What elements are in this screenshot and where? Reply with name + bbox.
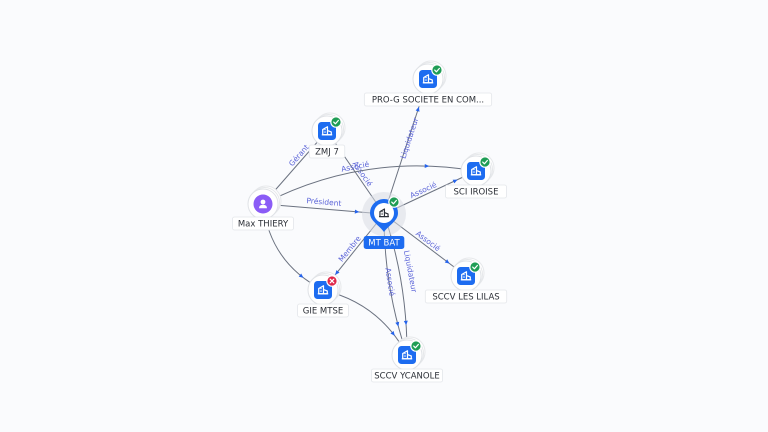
node-sciiroise[interactable]: SCI IROISE [445,152,507,199]
edge-arrow-icon [415,106,420,112]
node-giemtse[interactable]: GIE MTSE [297,271,349,318]
node-label-box [232,216,294,231]
edge-label: Liquidateur [399,116,421,160]
edge-arrow-icon [424,163,430,168]
edge-arrow-icon [354,209,360,214]
building-icon [317,285,329,295]
edge-label: Gérant [287,143,311,168]
node-label: ZMJ 7 [315,148,339,158]
edge-line [322,289,408,356]
edge-arrow-icon [444,259,450,264]
edge-arrow-icon [335,270,340,275]
node-label: PRO-G SOCIETE EN COM... [372,96,484,106]
node-maxthiery[interactable]: Max THIERY [232,185,294,231]
check-badge-icon [469,261,481,273]
check-badge-icon [330,116,342,128]
edge-line [262,165,477,205]
center-node-label: MT BAT [368,239,400,249]
building-icon [401,350,413,360]
node-label-box [308,144,346,159]
building-icon [460,271,472,281]
edge-label: Associé [409,180,439,200]
node-label-box [370,368,443,383]
edge-arrow-icon [452,179,458,184]
check-badge-icon [479,156,491,168]
edge-label: Président [306,196,342,208]
edge-arrow-icon [298,273,304,278]
building-icon [422,74,434,84]
node-label: GIE MTSE [303,307,343,317]
node-label-box [445,184,507,199]
relation-edge[interactable] [322,289,408,356]
edge-arrow-icon [403,320,408,326]
check-badge-icon [388,196,400,208]
edge-label: Associé [383,267,396,297]
relation-edge[interactable]: Associé [262,159,477,205]
check-badge-icon [431,64,443,76]
node-sccvycanole[interactable]: SCCV YCANOLE [370,336,443,383]
node-prog[interactable]: PRO-G SOCIETE EN COM... [363,60,493,107]
person-icon [259,199,267,209]
edge-arrow-icon [390,330,395,336]
building-icon [321,126,333,136]
node-sccvlilas[interactable]: SCCV LES LILAS [424,257,508,304]
building-icon [379,208,389,218]
node-mtbat-center[interactable]: MT BAT [362,192,406,249]
node-layer: PRO-G SOCIETE EN COM... ZMJ 7 SCI IROISE Ma… [232,60,508,383]
edge-label: Membre [336,234,362,264]
edge-label: Associé [414,229,442,254]
node-label-box [363,92,493,107]
node-label: SCI IROISE [454,188,499,198]
building-icon [470,166,482,176]
check-badge-icon [410,340,422,352]
node-zmj7[interactable]: ZMJ 7 [308,112,346,159]
close-badge-icon [326,275,338,287]
node-label-box [424,289,508,304]
node-label: SCCV YCANOLE [374,372,439,382]
edge-label: Liquidateur [402,250,419,294]
edge-arrow-icon [395,321,400,327]
node-label: Max THIERY [238,220,289,230]
node-label-box [297,303,349,318]
node-label: SCCV LES LILAS [432,293,499,303]
center-label-box [363,236,405,249]
